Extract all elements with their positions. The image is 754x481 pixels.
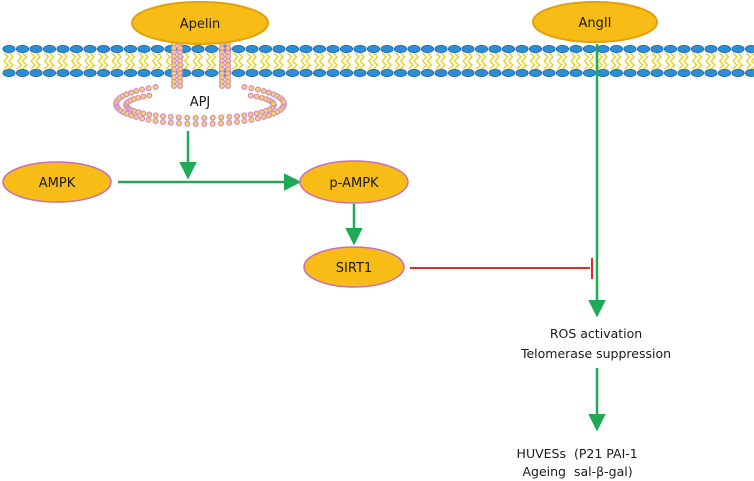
- apelin-ligand: Apelin: [131, 1, 269, 45]
- apelin-label: Apelin: [180, 17, 221, 32]
- ageing-label: Ageing: [522, 464, 566, 479]
- ampk-label: AMPK: [39, 176, 76, 191]
- p-ampk-label: p-AMPK: [329, 176, 379, 191]
- ros-activation-label: ROS activation: [550, 326, 642, 341]
- sirt1-inhibition-line: [410, 258, 593, 279]
- telomerase-suppression-label: Telomerase suppression: [520, 346, 671, 361]
- sirt1-label: SIRT1: [336, 261, 372, 276]
- p21-pai1-label: (P21 PAI-1: [574, 446, 638, 461]
- ampk-node: AMPK: [2, 161, 112, 203]
- sirt1-node: SIRT1: [303, 246, 405, 288]
- cell-membrane-bilayer: [2, 45, 754, 77]
- p-ampk-node: p-AMPK: [299, 160, 409, 204]
- angii-label: AngII: [578, 16, 611, 31]
- apj-label: APJ: [190, 95, 211, 110]
- sal-beta-gal-label: sal-β-gal): [574, 464, 633, 479]
- apj-receptor-icon: [112, 40, 288, 127]
- angii-ligand: AngII: [532, 1, 658, 43]
- huvecs-label: HUVESs: [517, 446, 566, 461]
